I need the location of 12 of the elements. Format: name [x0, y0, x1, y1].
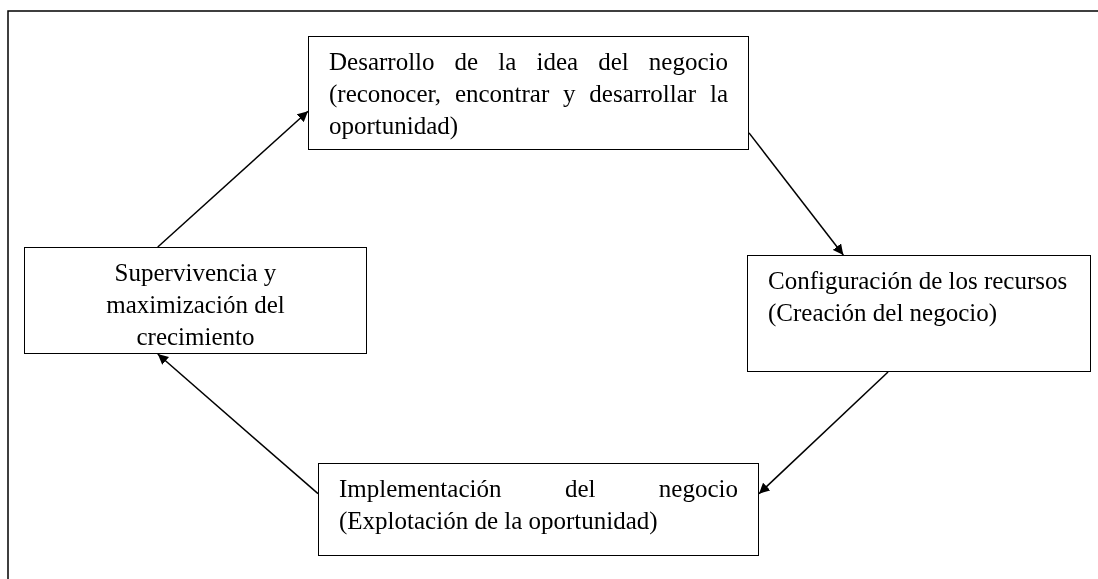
box-text: Implementación del negocio (Explotación de la oportunidad): [339, 474, 738, 537]
arrow: [157, 110, 309, 248]
arrow: [758, 371, 889, 495]
arrow: [157, 353, 319, 495]
box-text: Configuración de los recursos (Creación del negocio): [768, 266, 1069, 329]
process-box: [24, 247, 367, 354]
box-text: Supervivencia y maximización del crecimiento: [105, 258, 286, 352]
process-box: [318, 463, 759, 556]
box-text: Desarrollo de la idea del negocio (reconocer, encontrar y desarrollar la oportunidad): [329, 47, 728, 141]
process-box: [308, 36, 749, 150]
process-box: [747, 255, 1091, 372]
arrow: [748, 132, 845, 256]
